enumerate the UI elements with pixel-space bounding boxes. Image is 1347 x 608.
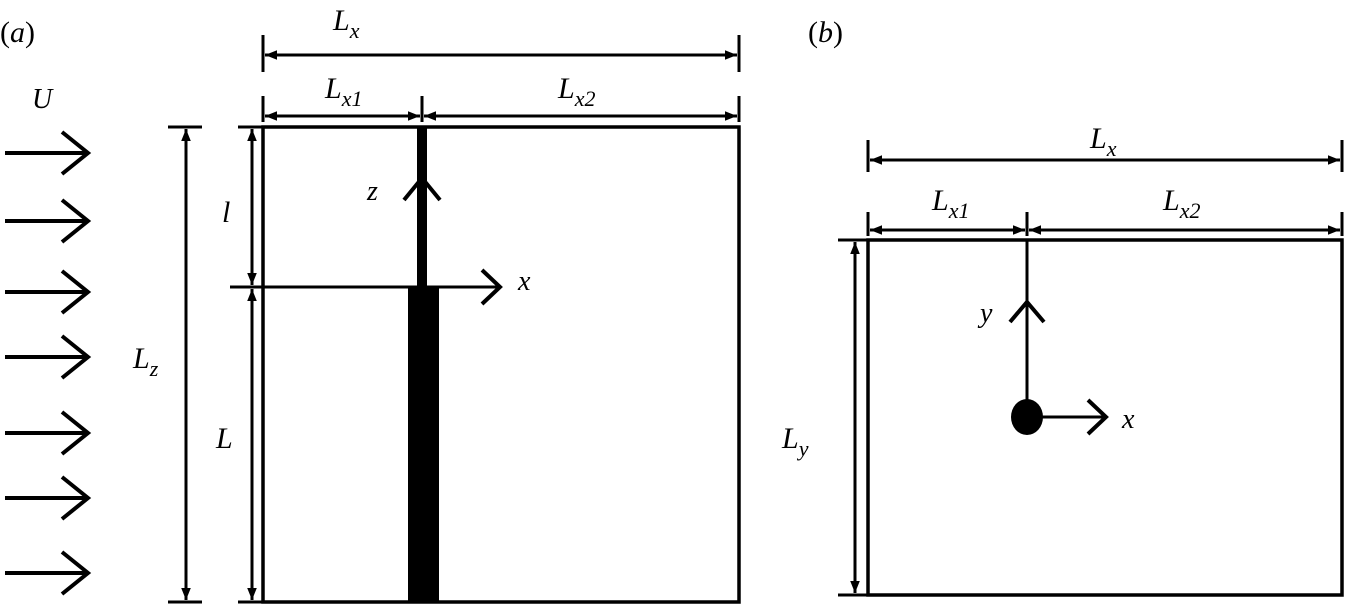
flow-arrow-icon [5, 130, 92, 176]
flow-arrow-icon [5, 198, 92, 244]
dimension-lx1-lx2 [261, 96, 741, 122]
dimension-lx1-lx2-b [866, 212, 1344, 236]
domain-box-b [866, 238, 1344, 597]
flow-velocity-label: U [32, 84, 54, 115]
x-axis-arrow-icon-b [1086, 398, 1109, 436]
dimension-lx [261, 35, 741, 72]
z-axis-arrow-icon [402, 174, 442, 202]
cylinder-body [408, 287, 439, 602]
flow-arrow-icon [5, 475, 92, 521]
flow-arrows [5, 130, 92, 596]
panel-a: (a) U Lx Lx1 Lx2 [0, 4, 741, 604]
dimension-l-label: l [222, 196, 230, 229]
dimension-L-label: L [215, 422, 233, 455]
dimension-ly [838, 238, 868, 597]
dimension-lx2-label: Lx2 [557, 72, 595, 111]
dimension-lx1-label-b: Lx1 [931, 184, 969, 223]
dimension-lx1-label: Lx1 [324, 72, 362, 111]
y-axis-label: y [977, 298, 993, 329]
dimension-lx-label: Lx [332, 4, 360, 43]
flow-arrow-icon [5, 410, 92, 456]
panel-b: (b) Lx Lx1 Lx2 Ly y x [781, 16, 1344, 597]
panel-a-label: (a) [0, 16, 35, 49]
z-axis-label: z [366, 176, 378, 207]
dimension-lx2-label-b: Lx2 [1162, 184, 1200, 223]
dimension-lx-b [866, 140, 1344, 172]
cylinder-cross-section [1011, 399, 1043, 435]
x-axis-arrow-icon [480, 268, 503, 306]
x-axis-label-b: x [1121, 404, 1135, 435]
flow-arrow-icon [5, 334, 92, 380]
flow-arrow-icon [5, 550, 92, 596]
dimension-l-L [238, 125, 263, 604]
y-axis-arrow-icon [1008, 298, 1046, 324]
panel-b-label: (b) [808, 16, 843, 49]
dimension-lz [168, 125, 202, 604]
dimension-lx-label-b: Lx [1089, 122, 1117, 161]
flow-arrow-icon [5, 269, 92, 315]
domain-box-a [261, 125, 741, 604]
cylinder-free-end [417, 127, 427, 287]
dimension-lz-label: Lz [132, 342, 159, 381]
dimension-ly-label: Ly [781, 422, 809, 461]
x-axis-label-a: x [517, 266, 531, 297]
